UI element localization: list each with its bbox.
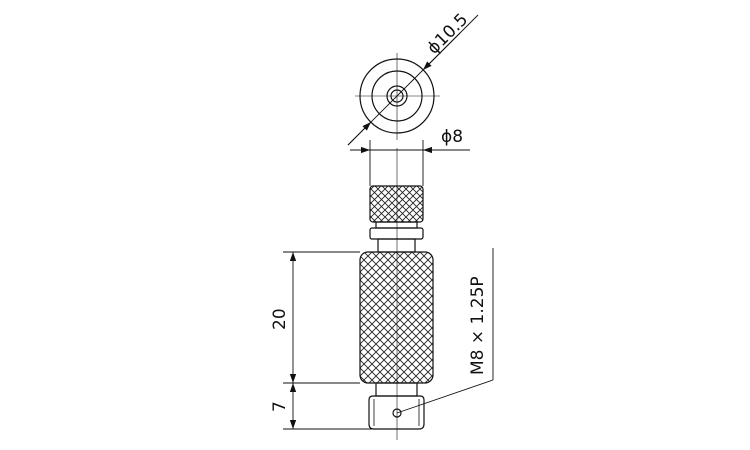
thread-callout: [396, 248, 494, 414]
thread-spec-label: M8 × 1.25P: [468, 276, 488, 375]
thread-hole: [392, 408, 402, 418]
main-knurl-body: [359, 251, 434, 384]
end-view: [355, 53, 440, 140]
lower-shaft: [375, 382, 418, 397]
collar: [369, 221, 424, 253]
length-20-label: 20: [270, 308, 290, 330]
diameter-10-5-label: ϕ10.5: [423, 10, 472, 59]
diameter-10-5-text-baseline: [422, 14, 479, 71]
diameter-8-dimension: [350, 140, 470, 186]
length-dimensions: [283, 251, 372, 430]
length-7-label: 7: [270, 401, 290, 412]
diameter-10-5-arrow-bottom: [347, 121, 372, 146]
upper-knurl-section: [369, 185, 424, 223]
tip: [368, 395, 425, 430]
diameter-8-label: ϕ8: [441, 127, 463, 147]
